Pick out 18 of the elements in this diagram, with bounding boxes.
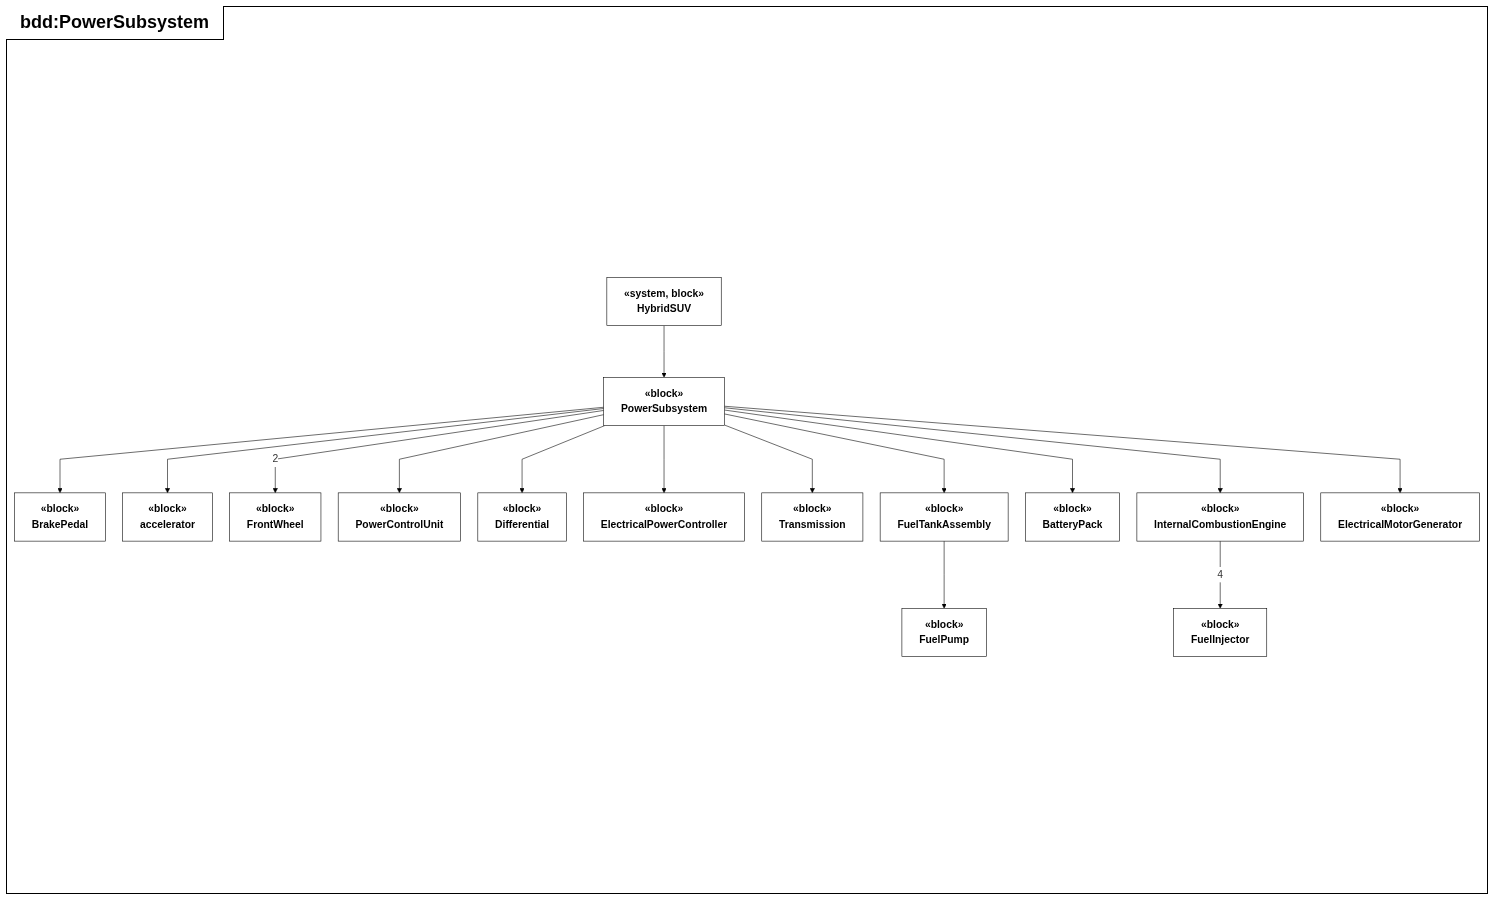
node-box: «block» FuelPump [901,608,987,657]
node-box: «block» FrontWheel [229,492,322,542]
node-box: «block» PowerControlUnit [337,492,461,542]
node-box: «block» FuelTankAssembly [879,492,1009,542]
node-box: «block» BrakePedal [14,492,106,542]
node-box: «system, block» HybridSUV [606,277,722,326]
edge-label: 4 [1217,568,1224,581]
node-box: «block» Transmission [761,492,864,542]
node-box: «block» PowerSubsystem [603,377,725,426]
node-box: «block» ElectricalMotorGenerator [1320,492,1480,542]
node-box: «block» ElectricalPowerController [583,492,745,542]
node-box: «block» InternalCombustionEngine [1136,492,1304,542]
node-box: «block» FuelInjector [1173,608,1268,657]
node-box: «block» accelerator [122,492,213,542]
node-box: «block» Differential [477,492,567,542]
node-box: «block» BatteryPack [1025,492,1120,542]
edge-label: 2 [272,453,279,465]
diagram-title: bdd:PowerSubsystem [6,6,225,40]
